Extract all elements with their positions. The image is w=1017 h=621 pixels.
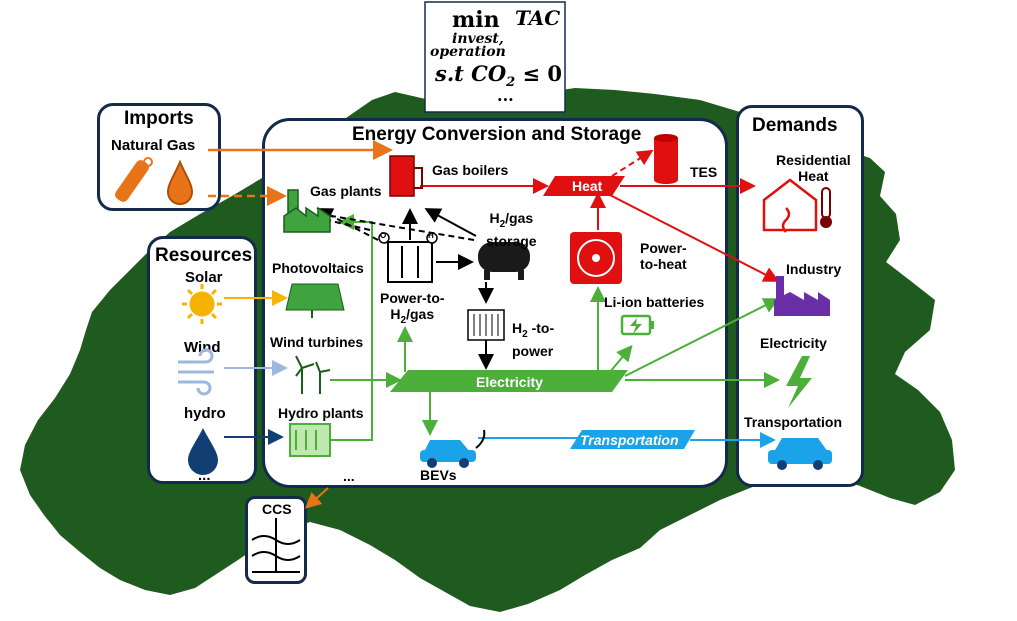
- gas-plant-icon: [283, 189, 331, 233]
- hydro-plants-label: Hydro plants: [278, 405, 364, 421]
- resources-title: Resources: [155, 245, 253, 266]
- li-ion-batteries-label: Li-ion batteries: [604, 294, 705, 310]
- objective-constraint: s.t CO2 ≤ 0: [435, 61, 563, 91]
- tes-label: TES: [690, 164, 718, 180]
- solar-label: Solar: [185, 269, 223, 286]
- power-to-h2-gas-label: Power-to-H2/gas: [380, 290, 445, 326]
- conversion-box: [262, 118, 728, 488]
- demands-box: [736, 105, 864, 487]
- heat-box: [543, 176, 625, 196]
- sun-icon: [182, 284, 222, 324]
- electricity-to-battery-line: [609, 344, 633, 373]
- heat-tes-dashed-arrow: [611, 149, 654, 177]
- electricity-bar: [390, 370, 628, 392]
- wind-turbines-label: Wind turbines: [270, 334, 364, 350]
- h2-to-power-label: H2 -to-power: [512, 320, 555, 359]
- gas-plants-label: Gas plants: [310, 183, 382, 199]
- fuel-cell-icon: [467, 309, 505, 341]
- h2-tag: H: [428, 231, 434, 240]
- o2-tag: O: [380, 231, 387, 240]
- industry-label: Industry: [786, 261, 842, 277]
- storage-to-boiler-arrow: [424, 208, 477, 237]
- hydro-label: hydro: [184, 405, 226, 422]
- objective-tac: TAC: [515, 6, 561, 30]
- ccs-label: CCS: [262, 501, 292, 517]
- objective-sub-invest: invest,: [452, 31, 504, 47]
- house-heat-icon: [762, 178, 818, 233]
- gas-boiler-icon: [389, 155, 423, 197]
- battery-icon: [620, 314, 654, 336]
- electrolyzer-icon: [378, 232, 438, 283]
- natural-gas-label: Natural Gas: [111, 137, 196, 154]
- industry-icon: [774, 276, 830, 316]
- solar-panel-icon: [285, 283, 345, 318]
- transportation-bar-label: Transportation: [580, 432, 679, 448]
- demands-title: Demands: [752, 115, 838, 136]
- objective-box: [424, 1, 566, 113]
- objective-min: min: [452, 7, 500, 33]
- conversion-title: Energy Conversion and Storage: [352, 124, 642, 145]
- ccs-arrow: [305, 487, 329, 509]
- gas-drop-icon: [166, 159, 194, 205]
- car-icon: [768, 438, 832, 470]
- gas-cylinder-icon: [115, 157, 153, 202]
- objective-ellipsis: ...: [497, 86, 514, 105]
- thermometer-icon: [820, 187, 832, 228]
- bevs-label: BEVs: [420, 467, 457, 483]
- electricity-to-gasplants-line: [330, 214, 373, 441]
- storage-to-gasplants-dashed: [319, 213, 475, 241]
- bev-car-icon: [420, 429, 486, 468]
- photovoltaics-label: Photovoltaics: [272, 260, 364, 276]
- hydro-plant-icon: [289, 423, 331, 457]
- transportation-box: [570, 430, 695, 449]
- gas-boilers-label: Gas boilers: [432, 162, 509, 178]
- objective-sub-operation: operation: [430, 44, 506, 60]
- h2-storage-tank-icon: [478, 242, 530, 280]
- lightning-icon: [786, 356, 812, 408]
- imports-title: Imports: [124, 108, 194, 129]
- electricity-to-industry-line: [624, 298, 780, 377]
- water-drop-icon: [188, 428, 218, 475]
- electricity-demand-label: Electricity: [760, 335, 827, 351]
- heat-pump-icon: [570, 232, 622, 284]
- ccs-icon: [251, 518, 301, 573]
- transportation-demand-label: Transportation: [744, 414, 843, 430]
- tes-tank-icon: [654, 134, 678, 184]
- conversion-more: ...: [343, 468, 355, 484]
- wind-turbine-icon: [295, 355, 331, 394]
- wind-icon: [178, 348, 214, 396]
- power-to-heat-label: Power-to-heat: [640, 240, 687, 272]
- electricity-bar-label: Electricity: [476, 374, 543, 390]
- heat-label: Heat: [572, 178, 603, 194]
- heat-to-industry-arrow: [607, 193, 780, 282]
